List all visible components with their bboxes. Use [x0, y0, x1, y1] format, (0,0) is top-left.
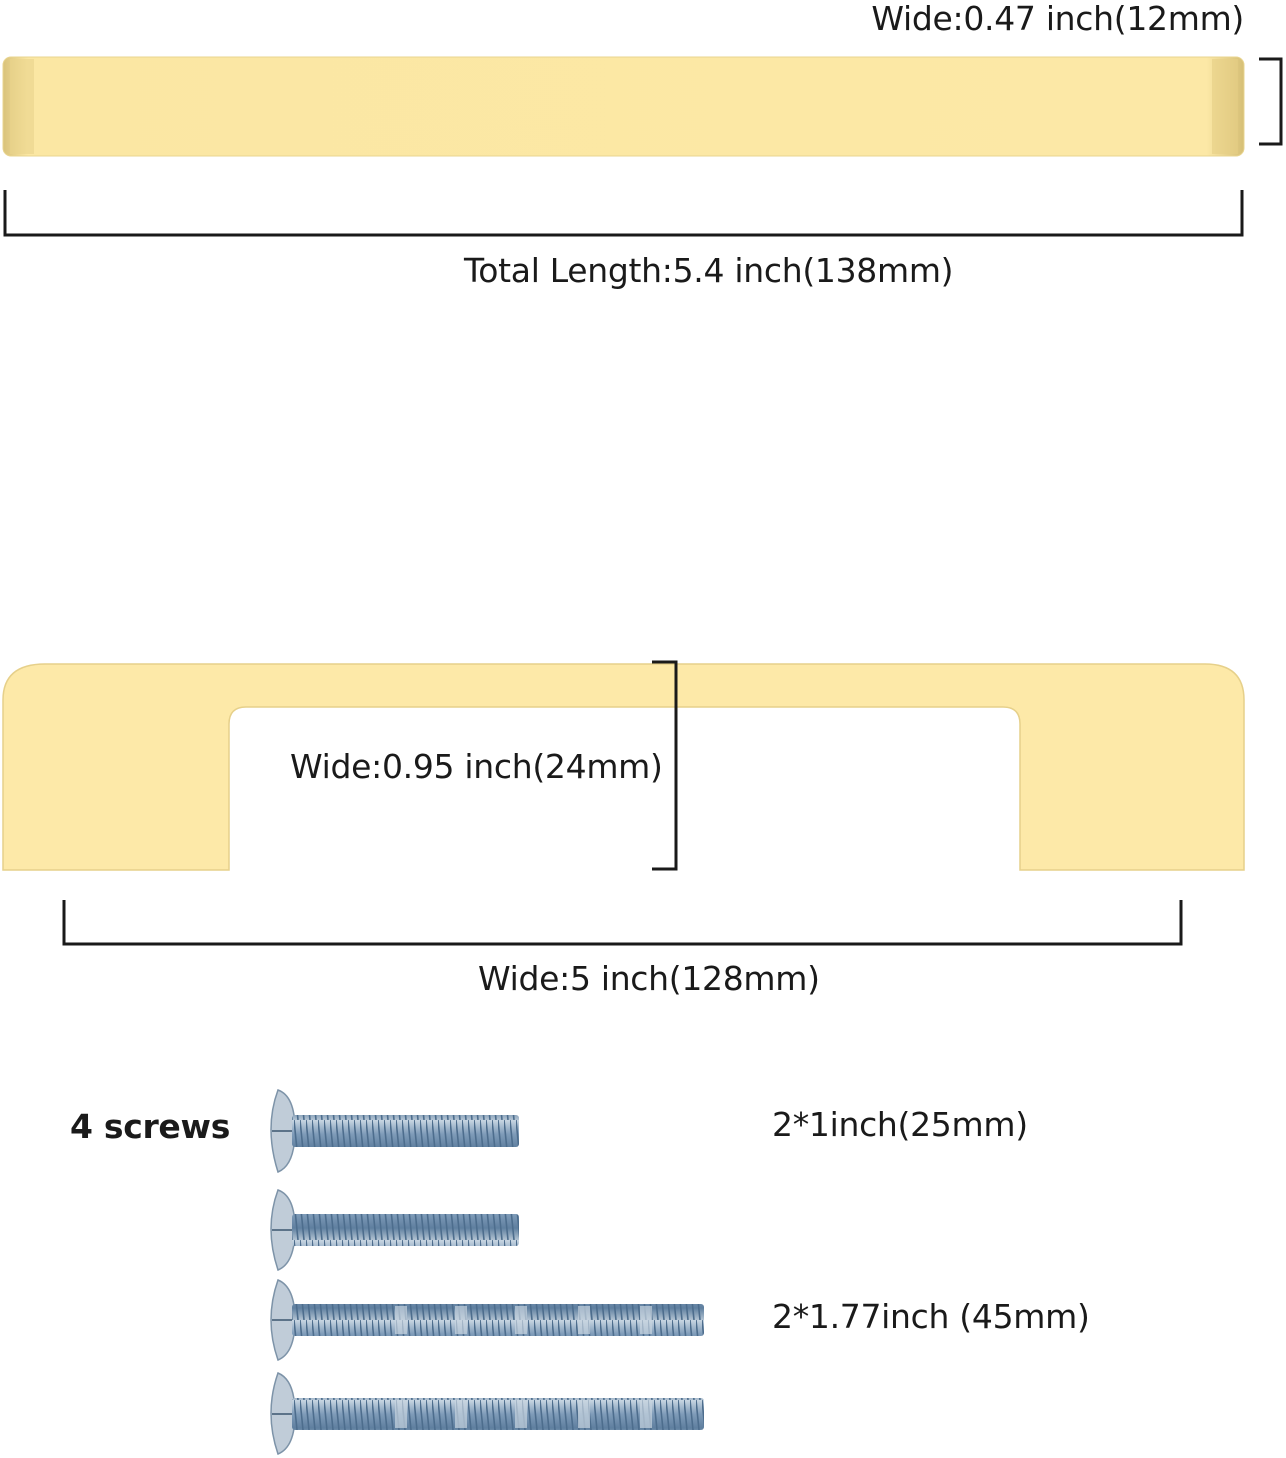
front-view-handle	[2, 663, 1245, 871]
hole-spacing-bracket	[62, 900, 1183, 946]
thickness-label: Wide:0.47 inch(12mm)	[871, 0, 1244, 38]
height-bracket	[652, 660, 678, 871]
short-screw-label: 2*1inch(25mm)	[772, 1105, 1028, 1144]
total-length-bracket	[3, 190, 1244, 237]
long-screw-label: 2*1.77inch (45mm)	[772, 1297, 1090, 1336]
short-screw	[270, 1089, 519, 1174]
height-label: Wide:0.95 inch(24mm)	[290, 747, 663, 786]
thickness-bracket	[1259, 57, 1283, 146]
screws-title: 4 screws	[70, 1107, 231, 1146]
top-view-handle	[2, 56, 1245, 157]
long-screw	[270, 1279, 704, 1361]
hole-spacing-label: Wide:5 inch(128mm)	[478, 959, 820, 998]
total-length-label: Total Length:5.4 inch(138mm)	[464, 251, 954, 290]
long-screw	[270, 1372, 704, 1455]
short-screw	[270, 1189, 519, 1272]
